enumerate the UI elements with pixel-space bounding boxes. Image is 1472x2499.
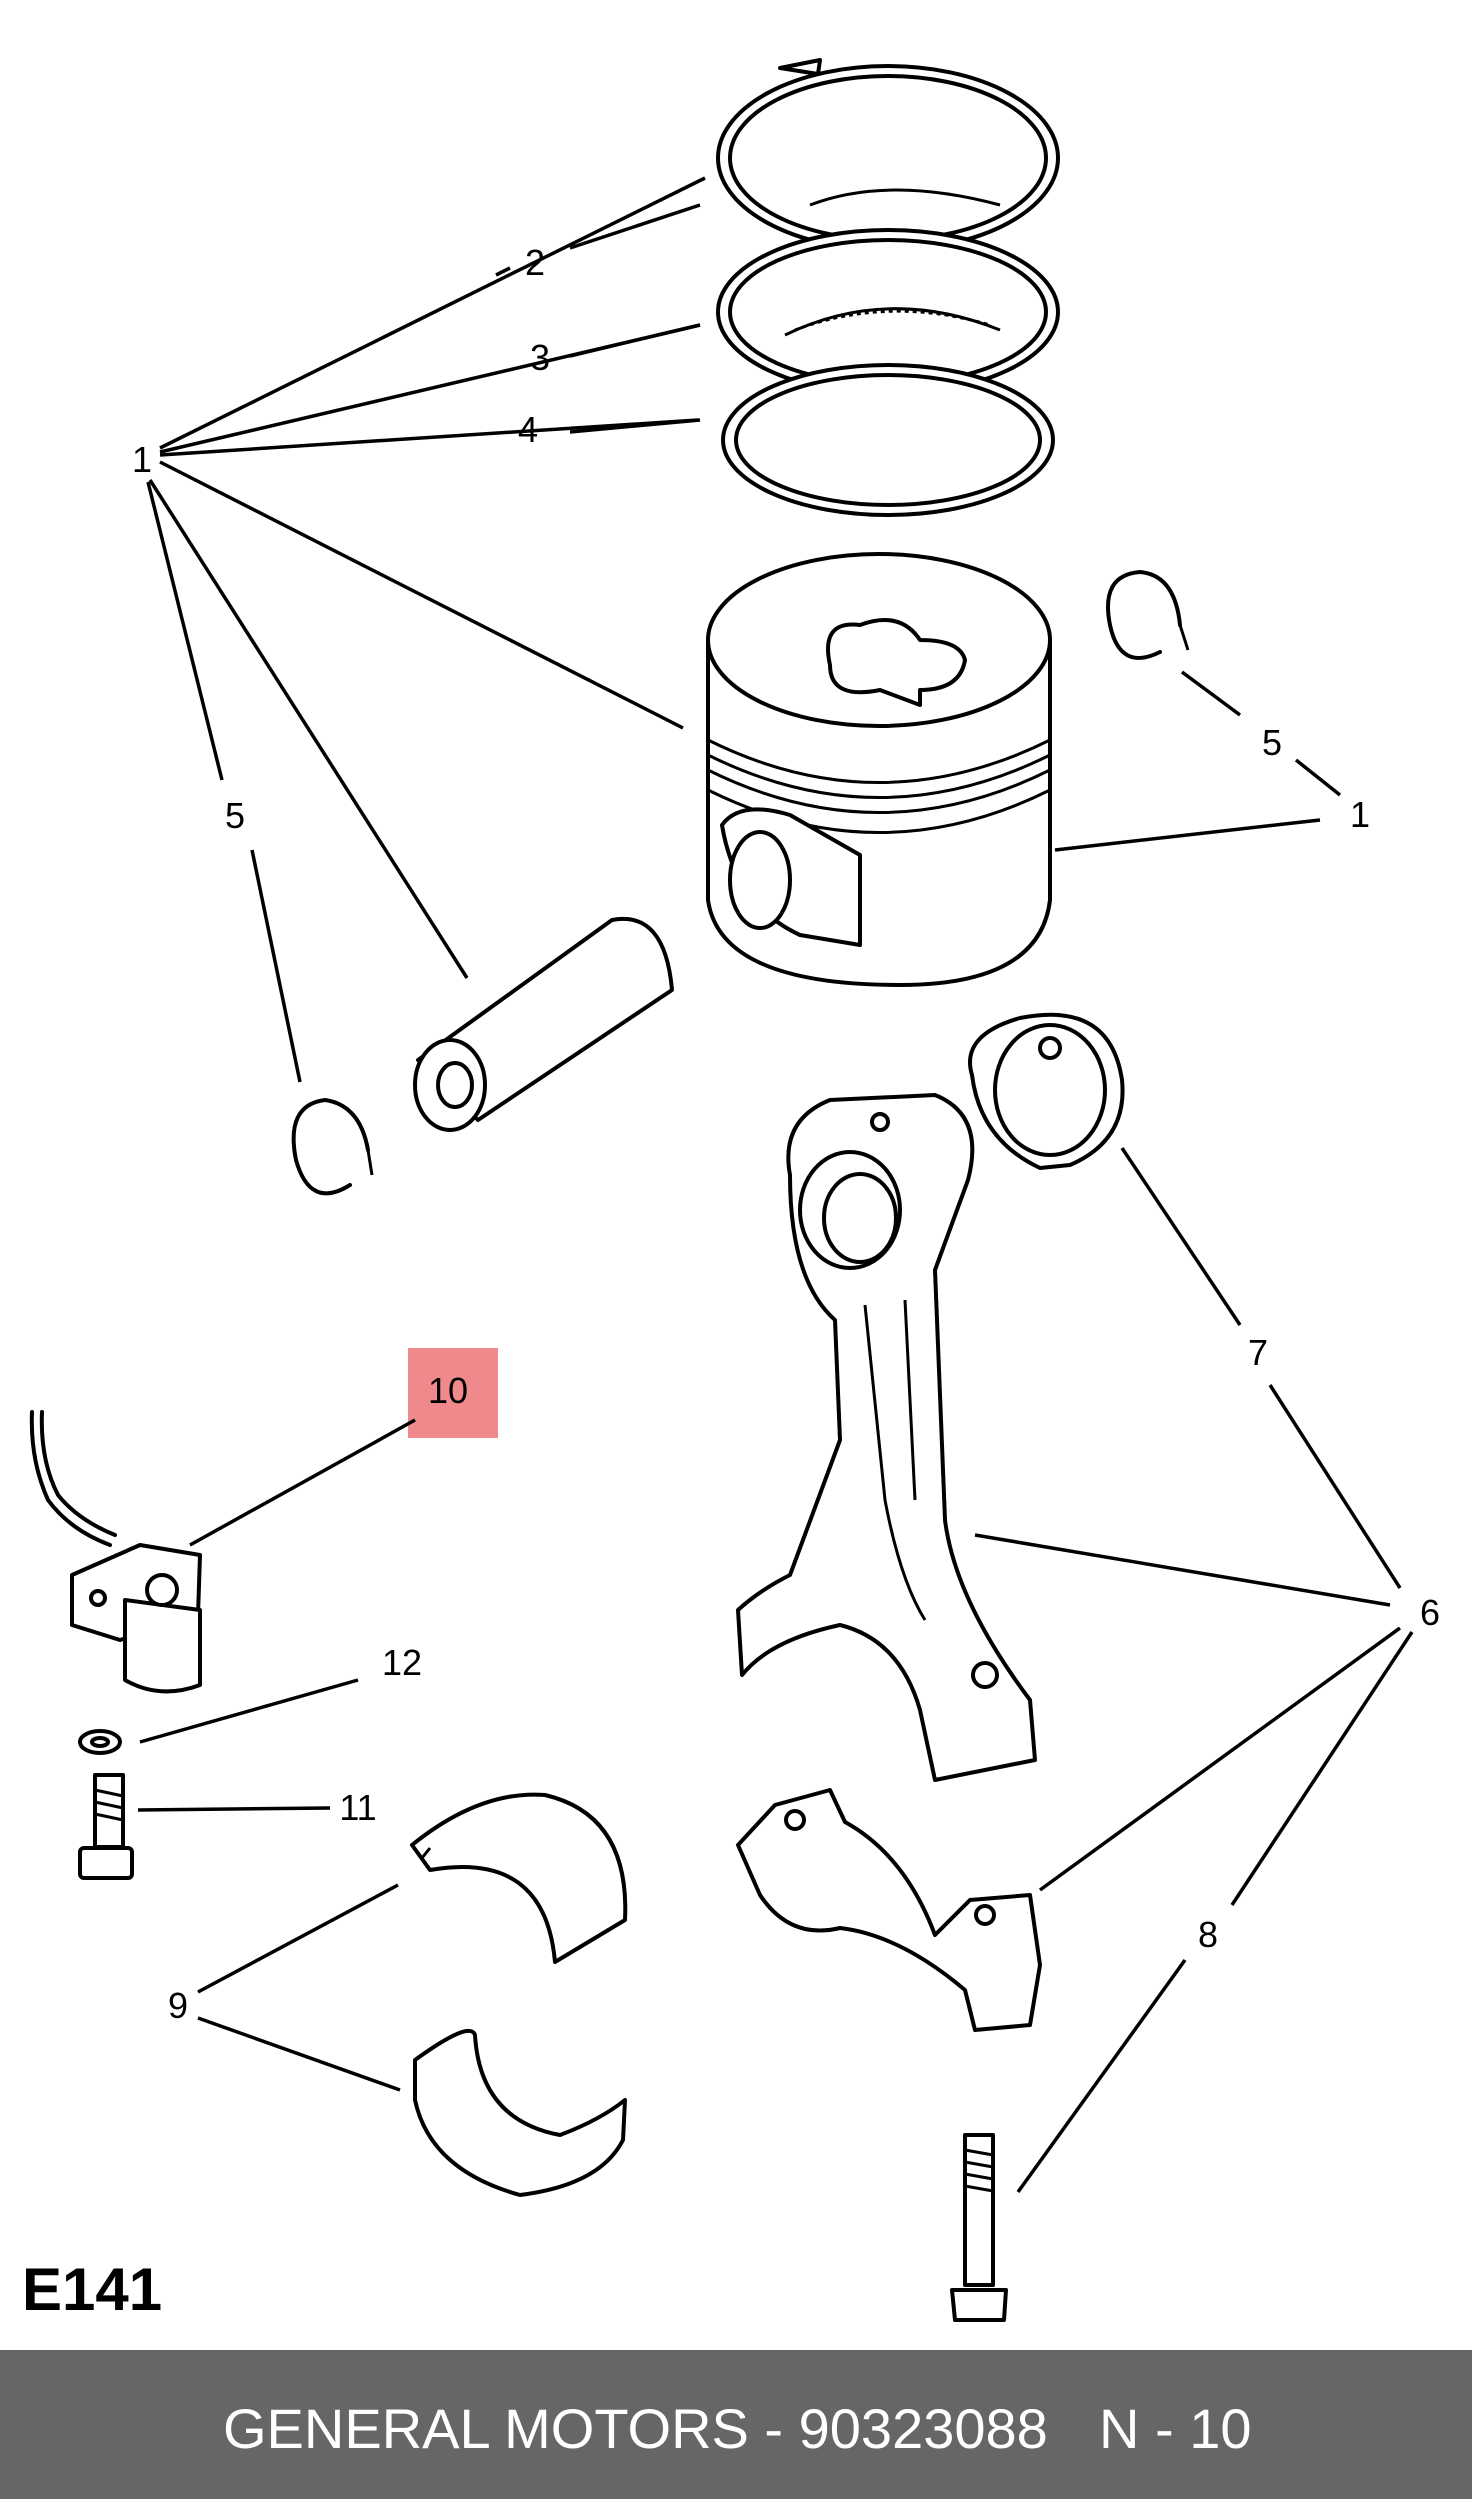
piston (706, 552, 1052, 987)
banjo-bolt (78, 1773, 134, 1880)
circlip-right (1106, 570, 1190, 660)
footer-position: N - 10 (1099, 2397, 1252, 2460)
callout-1-left: 1 (132, 439, 152, 480)
exploded-parts-diagram: 1 1 2 3 4 5 5 6 7 8 9 10 11 12 (29, 58, 1440, 2322)
piston-ring-top (716, 58, 1060, 252)
leader-lines (137, 176, 1414, 2194)
highlight-part-10 (408, 1348, 498, 1438)
piston-ring-oil (721, 363, 1055, 517)
callout-10: 10 (428, 1370, 468, 1411)
callout-4: 4 (518, 409, 538, 450)
callout-3: 3 (530, 337, 550, 378)
connecting-rod (736, 1093, 1037, 1782)
footer-bar: GENERAL MOTORS - 90323088 N - 10 (0, 2350, 1472, 2499)
callout-5-right: 5 (1262, 722, 1282, 763)
piston-ring-middle (716, 228, 1060, 396)
piston-pin (413, 916, 674, 1132)
callout-1-right: 1 (1350, 794, 1370, 835)
callout-8: 8 (1198, 1914, 1218, 1955)
callout-11: 11 (339, 1787, 376, 1828)
callout-7: 7 (1248, 1332, 1268, 1373)
footer-brand-part-number: GENERAL MOTORS - 90323088 (223, 2397, 1048, 2460)
callout-6: 6 (1420, 1592, 1440, 1633)
diagram-reference-code: E141 (22, 2256, 163, 2323)
washer (78, 1729, 122, 1755)
oil-spray-nozzle (29, 1410, 202, 1694)
callout-12: 12 (382, 1642, 422, 1683)
callout-labels: 1 1 2 3 4 5 5 6 7 8 9 10 11 12 (132, 242, 1440, 2026)
bearing-shell-lower (413, 2029, 627, 2197)
connecting-rod-cap (736, 1788, 1042, 2032)
small-end-bush (968, 1012, 1125, 1170)
callout-2: 2 (525, 242, 545, 283)
circlip-left (291, 1098, 374, 1196)
bearing-shell-upper (410, 1792, 628, 1964)
callout-9: 9 (168, 1985, 188, 2026)
rod-bolt (950, 2133, 1008, 2322)
callout-5-left: 5 (225, 795, 245, 836)
